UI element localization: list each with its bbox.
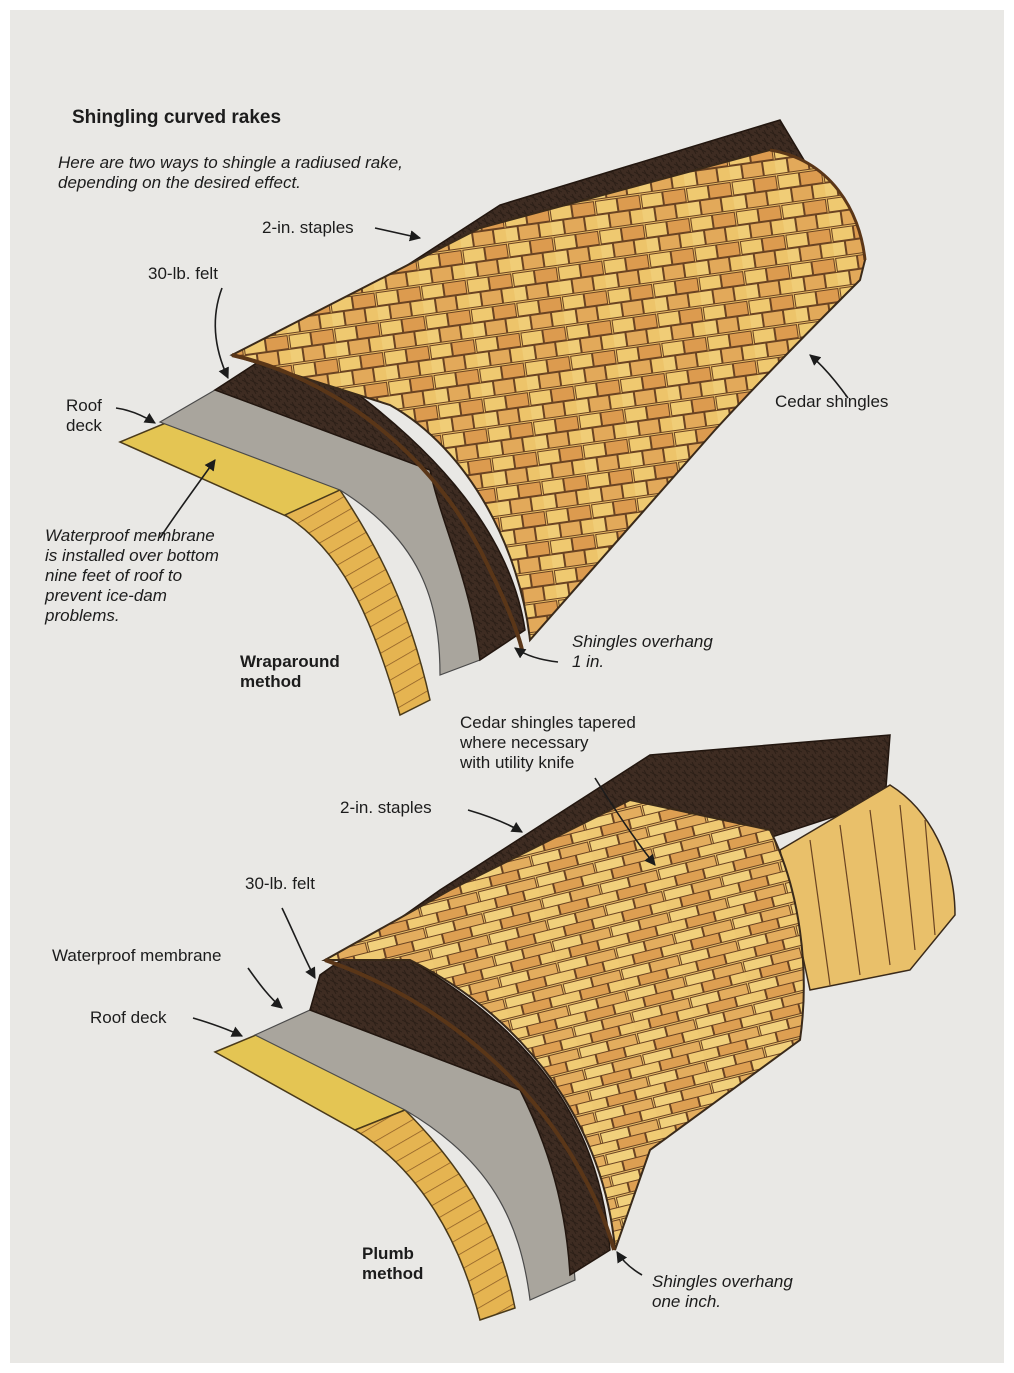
wrap-overhang-label: Shingles overhang 1 in. xyxy=(572,632,713,672)
rake-illustration xyxy=(10,10,1004,1363)
illustration-page: Shingling curved rakes Here are two ways… xyxy=(10,10,1004,1363)
wrap-felt-label: 30-lb. felt xyxy=(148,264,218,284)
plumb-felt-label: 30-lb. felt xyxy=(245,874,315,894)
plumb-roof-deck-label: Roof deck xyxy=(90,1008,167,1028)
plumb-membrane-label: Waterproof membrane xyxy=(52,946,221,966)
wrap-membrane-note: Waterproof membrane is installed over bo… xyxy=(45,526,219,626)
plumb-overhang-label: Shingles overhang one inch. xyxy=(652,1272,793,1312)
wraparound-method-label: Wraparound method xyxy=(240,652,340,692)
wraparound-drawing xyxy=(120,120,865,715)
plumb-tapered-label: Cedar shingles tapered where necessary w… xyxy=(460,713,636,773)
intro-text: Here are two ways to shingle a radiused … xyxy=(58,153,403,193)
page-title: Shingling curved rakes xyxy=(72,108,281,128)
wrap-roof-deck-label: Roof deck xyxy=(66,396,102,436)
plumb-method-label: Plumb method xyxy=(362,1244,423,1284)
plumb-drawing xyxy=(215,735,955,1320)
plumb-staples-label: 2-in. staples xyxy=(340,798,432,818)
wrap-staples-label: 2-in. staples xyxy=(262,218,354,238)
wrap-cedar-shingles-label: Cedar shingles xyxy=(775,392,888,412)
